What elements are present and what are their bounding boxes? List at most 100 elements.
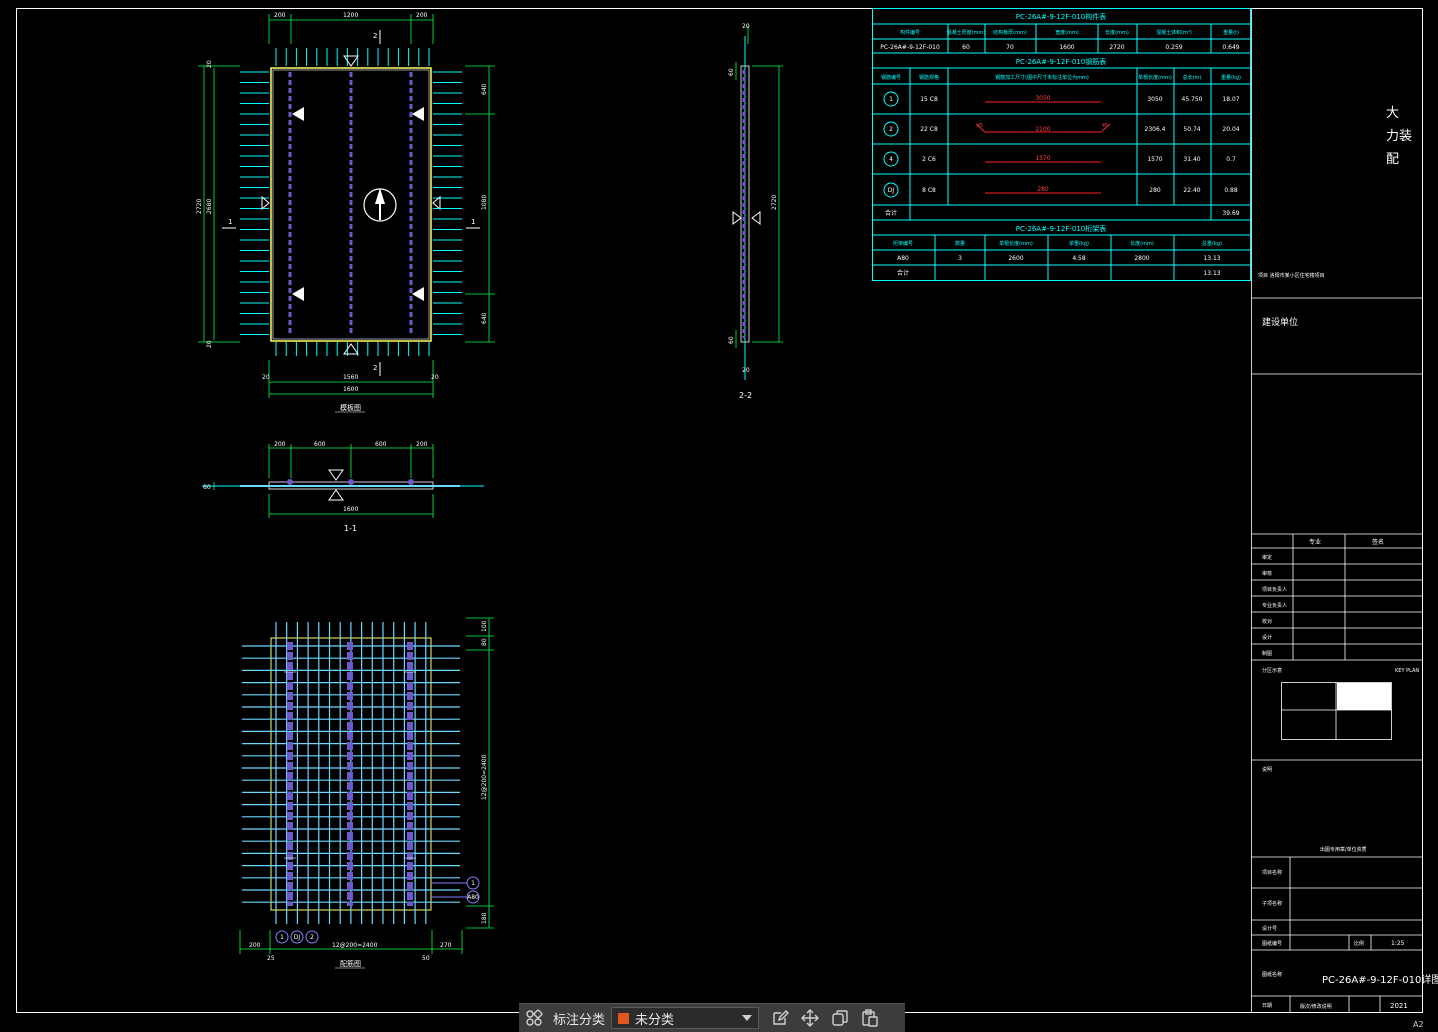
- table-cell: 4.58: [1072, 255, 1086, 262]
- dim-label: 1560: [343, 374, 358, 381]
- dim-label: 1080: [481, 195, 488, 210]
- table-cell: 8 C8: [922, 187, 936, 194]
- info-label: 设计号: [1262, 925, 1277, 932]
- dim-label: 600: [375, 441, 387, 448]
- table-cell: 1600: [1059, 44, 1074, 51]
- table-header: 单根长度(mm): [999, 240, 1033, 247]
- key-plan-label: KEY PLAN: [1395, 668, 1419, 674]
- dim-label: 200: [274, 12, 286, 19]
- dim-label: 2680: [206, 199, 213, 214]
- view-caption: 1-1: [344, 524, 357, 533]
- rebar-view: 100 80 12@200=2400 180 200 12@200=2400 2…: [239, 617, 494, 969]
- rebar-callout: 1: [471, 880, 475, 887]
- dim-label: 1200: [343, 12, 358, 19]
- dim-label: 20: [206, 60, 213, 68]
- chevron-down-icon: [742, 1015, 753, 1021]
- paste-icon[interactable]: [855, 1004, 885, 1032]
- section-mark: 1: [471, 218, 475, 226]
- table-cell: 70: [1006, 44, 1014, 51]
- dim-label: 20: [206, 340, 213, 348]
- dim-label: 180: [481, 912, 488, 924]
- rebar-no: 4: [889, 156, 893, 163]
- rebar-no: 2: [889, 126, 893, 133]
- info-label: 图纸名称: [1262, 971, 1282, 978]
- rebar-no: DJ: [888, 187, 895, 194]
- grid-icon[interactable]: [519, 1004, 549, 1032]
- table-cell: A80: [897, 255, 909, 262]
- sign-row-label: 校对: [1262, 618, 1272, 625]
- rebar-dim: 280: [1037, 186, 1049, 193]
- rough-face-icon: [343, 55, 359, 67]
- dim-label: 60: [728, 336, 735, 344]
- lifting-point-icon: [412, 107, 424, 121]
- table-header: 构件编号: [900, 29, 920, 36]
- table-cell: 2 C6: [922, 156, 936, 163]
- table-cell: 2600: [1008, 255, 1023, 262]
- edit-icon[interactable]: [765, 1004, 795, 1032]
- dim-label: 2720: [196, 199, 203, 214]
- annotation-category-label: 标注分类: [553, 1012, 606, 1028]
- table-cell: 45.750: [1182, 96, 1203, 103]
- table-cell: 合计: [885, 209, 897, 217]
- copy-icon[interactable]: [825, 1004, 855, 1032]
- rebar-callout: A80: [467, 894, 479, 901]
- move-icon[interactable]: [795, 1004, 825, 1032]
- table-cell: PC-26A#-9-12F-010: [880, 44, 940, 51]
- rebar-callout: DJ: [294, 934, 301, 941]
- stamp-label: 出图专用章/单位资质: [1320, 846, 1367, 853]
- table-header: 单重(kg): [1069, 240, 1089, 247]
- table-title: PC-26A#-9-12F-010钢筋表: [1016, 57, 1107, 66]
- section-mark: 2: [373, 32, 377, 40]
- dim-label: 100: [481, 620, 488, 632]
- plan-view: 2 2 1 1 200 1200 200 640 1080 640 2720 2…: [196, 12, 495, 413]
- dim-label: 200: [274, 441, 286, 448]
- table-cell: 3: [958, 255, 962, 262]
- table-header: 总长(m): [1183, 74, 1202, 81]
- table-cell: 0.259: [1165, 44, 1182, 51]
- sign-header: 专业: [1309, 538, 1321, 546]
- dim-label: 200: [416, 12, 428, 19]
- table-cell: 280: [1149, 187, 1161, 194]
- dim-label: 640: [481, 83, 488, 95]
- table-cell: 18.07: [1222, 96, 1239, 103]
- table-header: 长度(mm): [1130, 240, 1154, 247]
- table-cell: 13.13: [1203, 270, 1220, 277]
- table-header: 钢筋加工尺寸(图中尺寸未标注单位为mm): [995, 74, 1089, 81]
- info-label: 版次/修改说明: [1300, 1003, 1332, 1010]
- dim-label: 2720: [771, 195, 778, 210]
- table-header: 钢筋规格: [919, 74, 939, 81]
- dim-label: 20: [262, 374, 270, 381]
- table-header: 桁架编号: [893, 240, 913, 247]
- table-cell: 0.7: [1226, 156, 1236, 163]
- table-header: 单根长度(mm): [1138, 74, 1172, 81]
- dim-label: 60: [203, 484, 211, 491]
- drawing-name: PC-26A#-9-12F-010详图: [1322, 973, 1438, 986]
- lifting-point-icon: [412, 287, 424, 301]
- section-2-2: 20 2720 60 60 20 2-2: [728, 23, 783, 400]
- sheet-size-label: A2: [1413, 1020, 1424, 1029]
- table-cell: 15 C8: [920, 96, 938, 103]
- table-cell: 合计: [897, 269, 909, 277]
- dim-label: 1600: [343, 386, 358, 393]
- section-1-1: 200 600 600 200 60 1600 1-1: [202, 441, 484, 533]
- construction-unit-label: 建设单位: [1262, 316, 1298, 328]
- info-label: 子项名称: [1262, 900, 1282, 907]
- view-caption: 配筋图: [340, 959, 361, 968]
- table-cell: 2800: [1134, 255, 1149, 262]
- table-cell: 50.74: [1183, 126, 1200, 133]
- dim-label: 640: [481, 312, 488, 324]
- section-mark: 2: [373, 364, 377, 372]
- schedule-tables: PC-26A#-9-12F-010构件表 构件编号 混凝土厚度(mm) 结构板厚…: [872, 8, 1251, 281]
- info-label: 图纸编号: [1262, 940, 1282, 947]
- annotation-category-select[interactable]: 未分类: [611, 1007, 760, 1029]
- plan-outline: [270, 67, 432, 342]
- sign-row-label: 专业负责人: [1262, 602, 1287, 609]
- dim-label: 60: [728, 68, 735, 76]
- sign-row-label: 审核: [1262, 570, 1272, 577]
- table-cell: 31.40: [1183, 156, 1200, 163]
- title-heading: 力装: [1386, 129, 1412, 144]
- table-header: 长度(mm): [1105, 29, 1129, 36]
- table-cell: 20.04: [1222, 126, 1239, 133]
- table-cell: 2720: [1109, 44, 1124, 51]
